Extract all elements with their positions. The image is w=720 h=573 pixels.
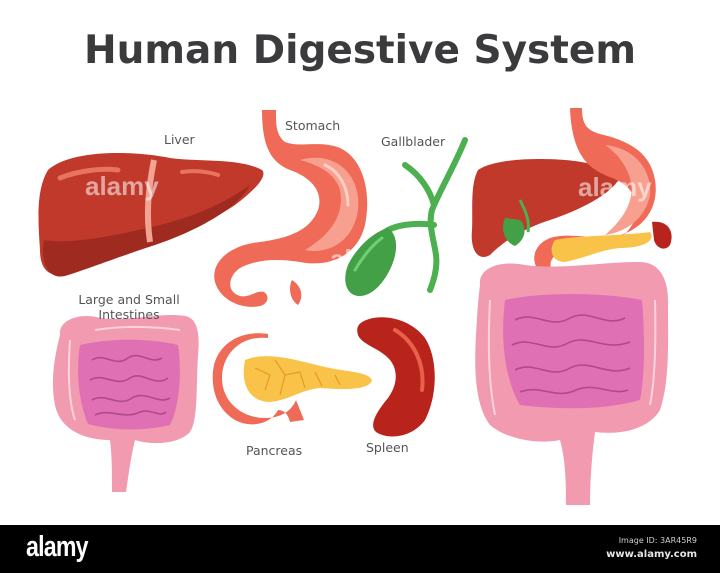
image-id: Image ID: 3AR45R9 bbox=[618, 536, 697, 545]
organ-illustrations: alamy alamy bbox=[38, 108, 672, 505]
label-spleen: Spleen bbox=[366, 440, 409, 455]
liver-illustration: alamy bbox=[38, 153, 264, 277]
label-pancreas: Pancreas bbox=[246, 443, 303, 458]
footer-url: www.alamy.com bbox=[606, 549, 697, 560]
gallbladder-illustration bbox=[345, 137, 468, 297]
pancreas-illustration bbox=[212, 333, 372, 425]
full-digestive-system-illustration: alamy bbox=[471, 108, 672, 505]
label-liver: Liver bbox=[164, 132, 195, 147]
label-intestines-line2: Intestines bbox=[98, 307, 160, 322]
label-gallbladder: Gallblader bbox=[381, 134, 446, 149]
label-stomach: Stomach bbox=[285, 118, 341, 133]
label-intestines-line1: Large and Small bbox=[78, 292, 180, 307]
watermark-text: alamy bbox=[578, 172, 652, 202]
diagram-title: Human Digestive System bbox=[84, 28, 636, 73]
watermark-footer: alamy Image ID: 3AR45R9 www.alamy.com bbox=[0, 525, 720, 573]
alamy-logo: alamy bbox=[26, 531, 89, 563]
spleen-illustration bbox=[357, 317, 435, 437]
watermark-text: alamy bbox=[85, 171, 159, 201]
label-intestines: Large and Small Intestines bbox=[64, 292, 194, 322]
intestines-illustration bbox=[52, 315, 199, 492]
